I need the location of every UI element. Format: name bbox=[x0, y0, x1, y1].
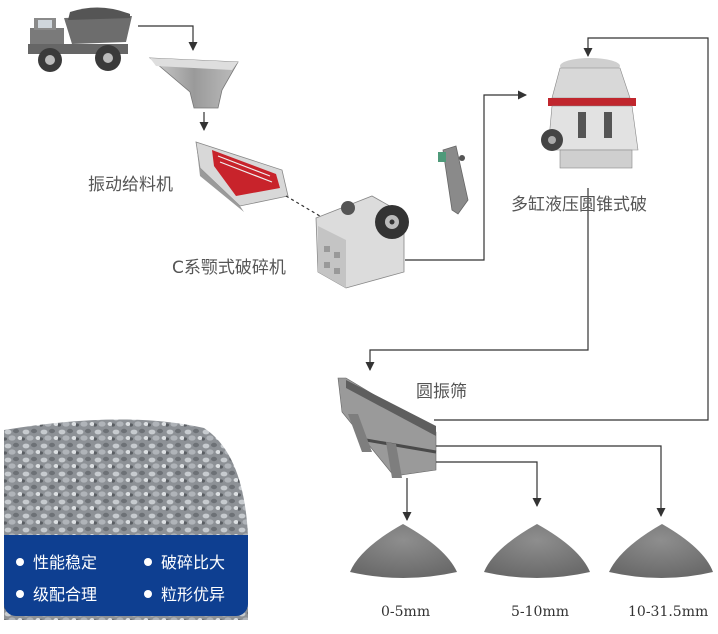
conveyor-device bbox=[438, 145, 469, 215]
arrow-jaw-to-cone bbox=[405, 90, 527, 261]
stockpile-10-31 bbox=[609, 524, 713, 578]
feature-item: 破碎比大 bbox=[144, 549, 225, 573]
feature-label: 破碎比大 bbox=[161, 553, 226, 572]
feature-label: 粒形优异 bbox=[161, 585, 226, 604]
feed-hopper bbox=[148, 57, 239, 109]
label-vibrating-screen: 圆振筛 bbox=[416, 382, 467, 402]
cone-crusher-machine bbox=[541, 58, 639, 169]
size-label-0-5: 0-5mm bbox=[381, 604, 431, 620]
feature-item: 级配合理 bbox=[16, 581, 97, 605]
size-label-10-31: 10-31.5mm bbox=[628, 604, 709, 620]
dump-truck bbox=[28, 7, 132, 72]
stockpile-5-10 bbox=[484, 524, 590, 578]
arrow-truck-to-hopper bbox=[138, 25, 198, 51]
arrow-cone-to-screen bbox=[365, 188, 589, 371]
arrow-output-5-10 bbox=[436, 461, 542, 507]
jaw-crusher-machine bbox=[315, 195, 409, 289]
bullet-icon bbox=[16, 589, 24, 598]
label-vibrating-feeder: 振动给料机 bbox=[88, 175, 173, 195]
vibrating-feeder-machine bbox=[195, 141, 289, 212]
feature-item: 性能稳定 bbox=[16, 549, 97, 573]
feature-label: 级配合理 bbox=[33, 585, 98, 604]
label-cone-crusher: 多缸液压圆锥式破 bbox=[511, 195, 647, 215]
label-jaw-crusher: C系颚式破碎机 bbox=[172, 258, 286, 278]
size-label-5-10: 5-10mm bbox=[511, 604, 570, 620]
feature-label: 性能稳定 bbox=[33, 553, 98, 572]
bullet-icon bbox=[144, 557, 152, 566]
arrow-output-10-31 bbox=[436, 445, 666, 517]
arrow-screen-return-to-cone bbox=[434, 37, 709, 421]
bullet-icon bbox=[16, 557, 24, 566]
features-panel: 性能稳定 破碎比大 级配合理 粒形优异 bbox=[4, 535, 248, 616]
bullet-icon bbox=[144, 589, 152, 598]
feature-item: 粒形优异 bbox=[144, 581, 225, 605]
stockpile-0-5 bbox=[350, 524, 457, 578]
vibrating-screen-machine bbox=[337, 377, 437, 478]
